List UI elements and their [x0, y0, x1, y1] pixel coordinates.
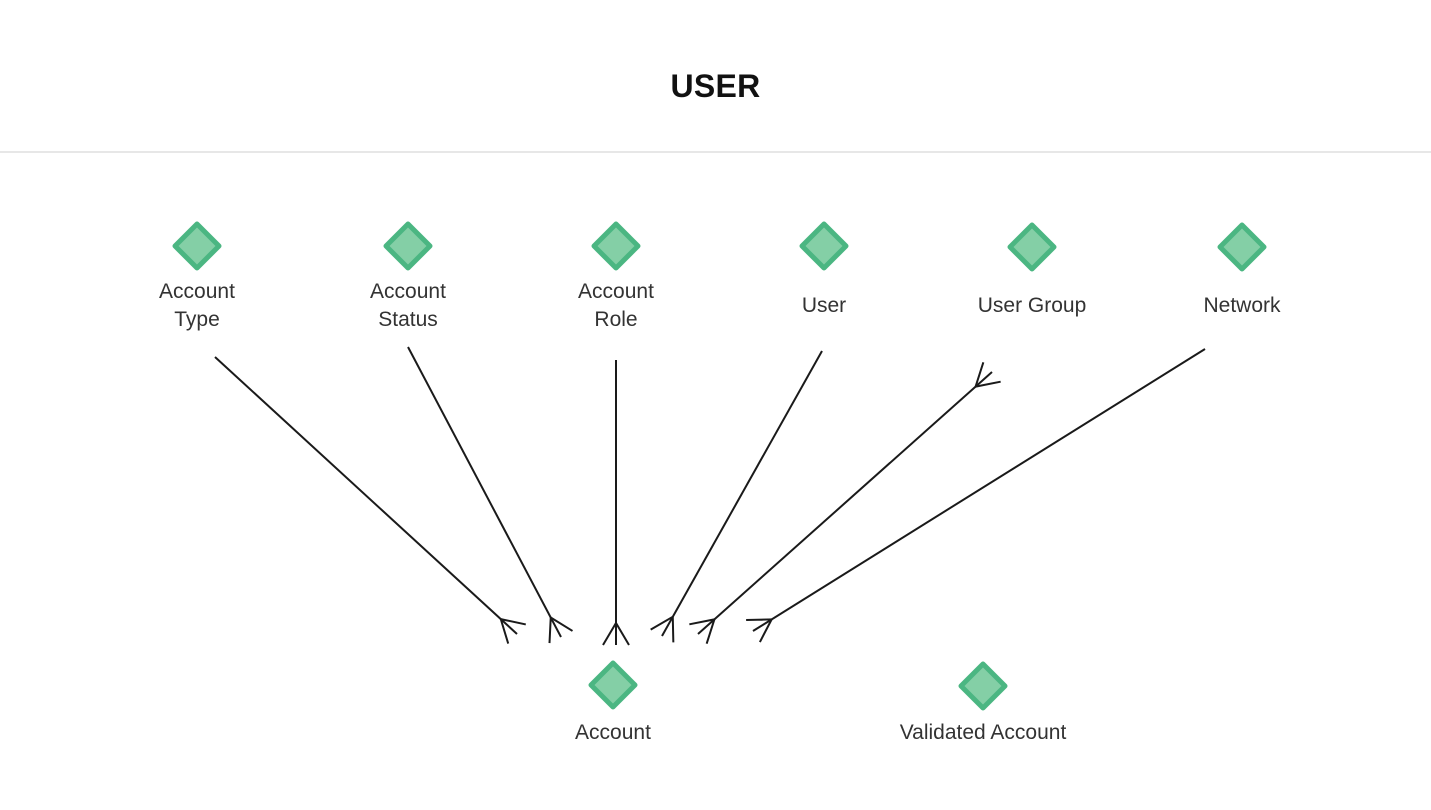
node-label-account-role: Account Role — [578, 280, 654, 331]
node-label-validated-account: Validated Account — [899, 721, 1067, 744]
node-label-user: User — [801, 294, 847, 317]
node-label-account-type: Account Type — [159, 280, 235, 331]
node-label-network: Network — [1203, 294, 1281, 317]
edge-account-status-to-account — [407, 346, 574, 644]
page-title: USER — [670, 68, 761, 104]
node-label-account: Account — [575, 721, 651, 744]
edge-network-to-account — [746, 348, 1206, 643]
node-layer — [172, 221, 1267, 711]
entity-diamond-account — [588, 660, 638, 710]
edge-user-to-account — [650, 350, 823, 643]
entity-diamond-user — [799, 221, 849, 271]
entity-diamond-account-status — [383, 221, 433, 271]
entity-diamond-validated-account — [958, 661, 1008, 711]
edge-layer — [214, 346, 1206, 646]
entity-diamond-user-group — [1007, 222, 1057, 272]
edge-account-type-to-account — [214, 356, 526, 644]
node-label-user-group: User Group — [977, 294, 1087, 317]
entity-diamond-account-role — [591, 221, 641, 271]
header-divider — [0, 151, 1431, 153]
entity-diamond-account-type — [172, 221, 222, 271]
edge-user-group-to-account — [689, 361, 1001, 645]
entity-diamond-network — [1217, 222, 1267, 272]
node-label-account-status: Account Status — [370, 280, 446, 331]
